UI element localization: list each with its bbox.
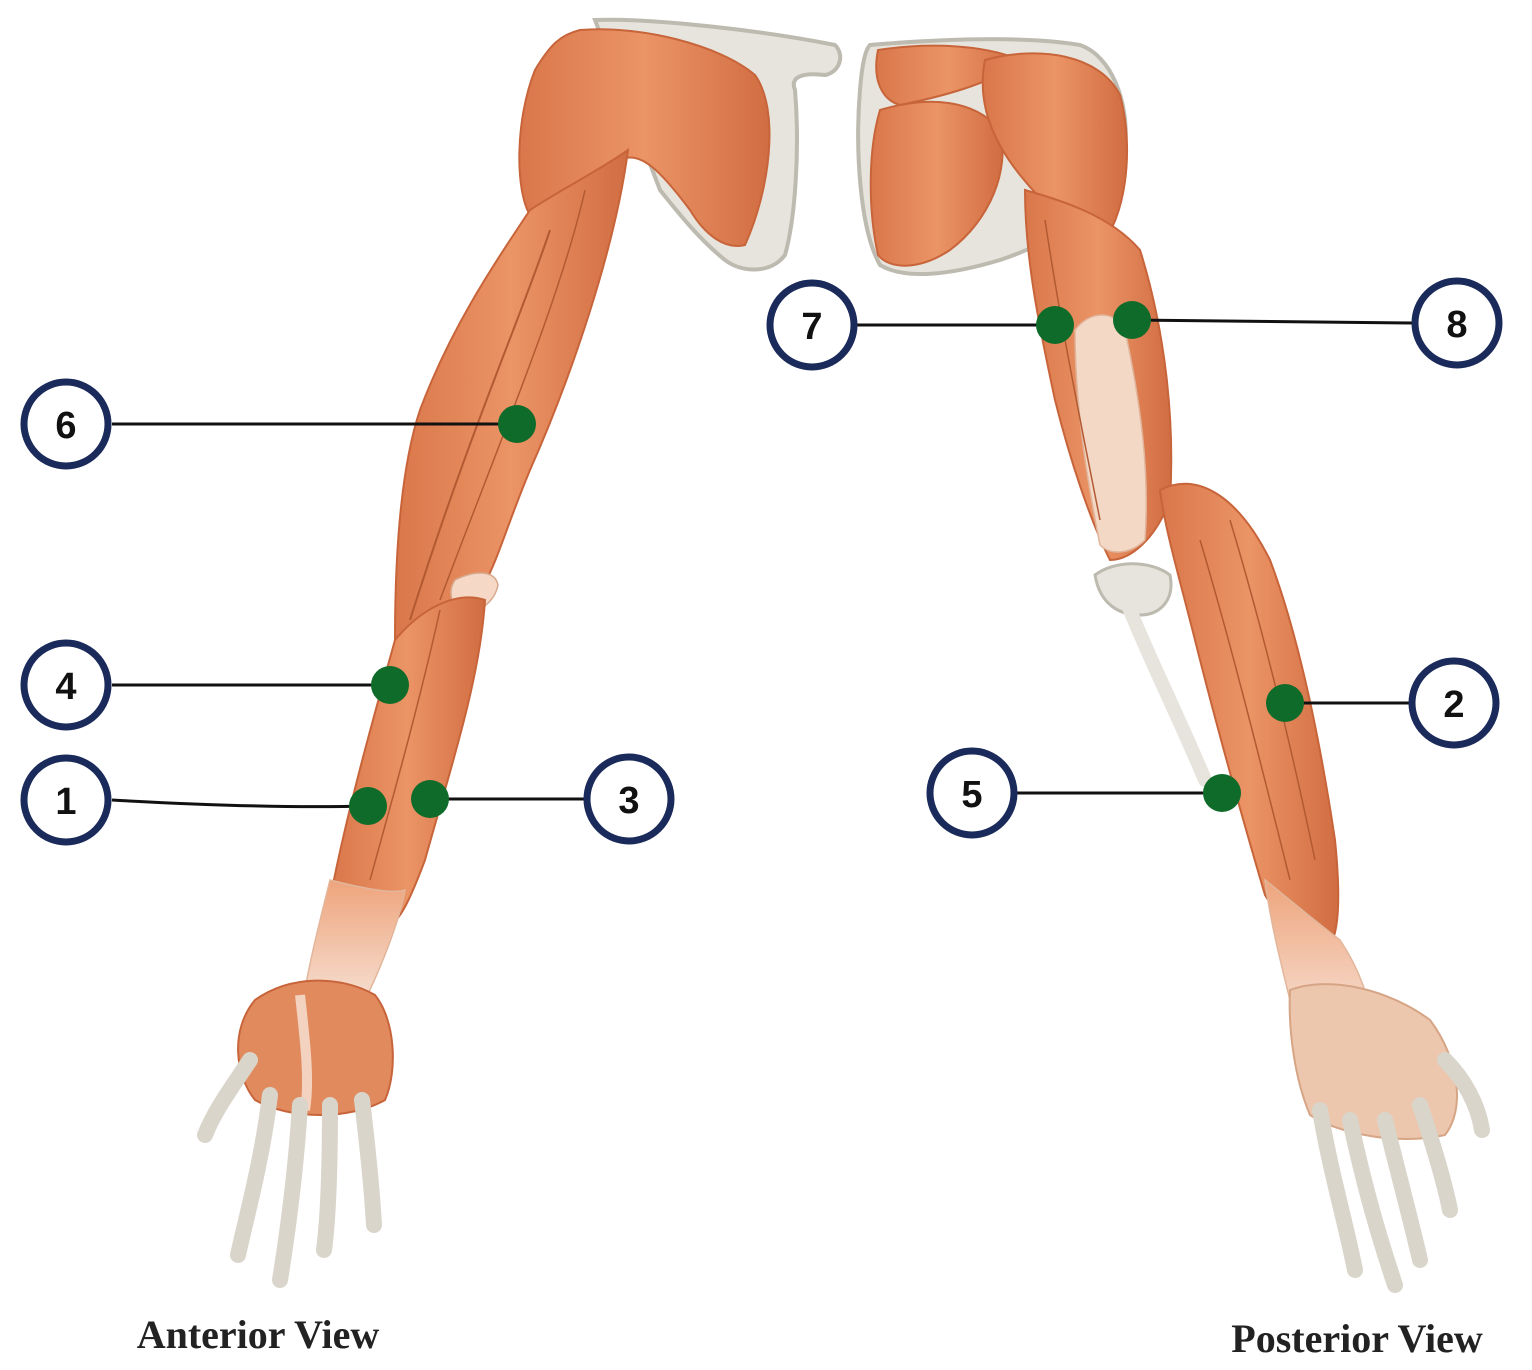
marker-2: 2 xyxy=(1412,661,1496,745)
marker-4-number: 4 xyxy=(55,666,76,708)
marker-5: 5 xyxy=(930,751,1014,835)
marker-6-number: 6 xyxy=(55,405,76,447)
anterior-view-label: Anterior View xyxy=(137,1312,380,1357)
anterior-upper-arm xyxy=(395,150,628,640)
marker-dot-7 xyxy=(1036,306,1074,344)
posterior-arm-illustration xyxy=(858,39,1482,1285)
marker-8-number: 8 xyxy=(1446,304,1467,346)
anterior-forearm xyxy=(330,597,485,925)
marker-6: 6 xyxy=(24,382,108,466)
marker-1: 1 xyxy=(24,758,108,842)
marker-1-number: 1 xyxy=(55,781,76,823)
posterior-forearm xyxy=(1160,484,1338,945)
marker-dot-4 xyxy=(371,666,409,704)
marker-8: 8 xyxy=(1415,281,1499,365)
marker-dot-6 xyxy=(498,405,536,443)
anterior-arm-illustration xyxy=(205,20,840,1280)
marker-2-number: 2 xyxy=(1443,684,1464,726)
marker-3-number: 3 xyxy=(618,780,639,822)
marker-3: 3 xyxy=(587,757,671,841)
marker-dot-3 xyxy=(411,780,449,818)
marker-dot-1 xyxy=(349,787,387,825)
marker-7-number: 7 xyxy=(801,306,822,348)
leader-8 xyxy=(1132,320,1412,323)
marker-dot-2 xyxy=(1266,684,1304,722)
leader-1 xyxy=(112,800,368,807)
posterior-view-label: Posterior View xyxy=(1231,1316,1483,1361)
marker-7: 7 xyxy=(770,283,854,367)
marker-dot-5 xyxy=(1203,774,1241,812)
marker-5-number: 5 xyxy=(961,774,982,816)
anterior-palm xyxy=(238,981,393,1115)
marker-dot-8 xyxy=(1113,301,1151,339)
marker-4: 4 xyxy=(24,643,108,727)
